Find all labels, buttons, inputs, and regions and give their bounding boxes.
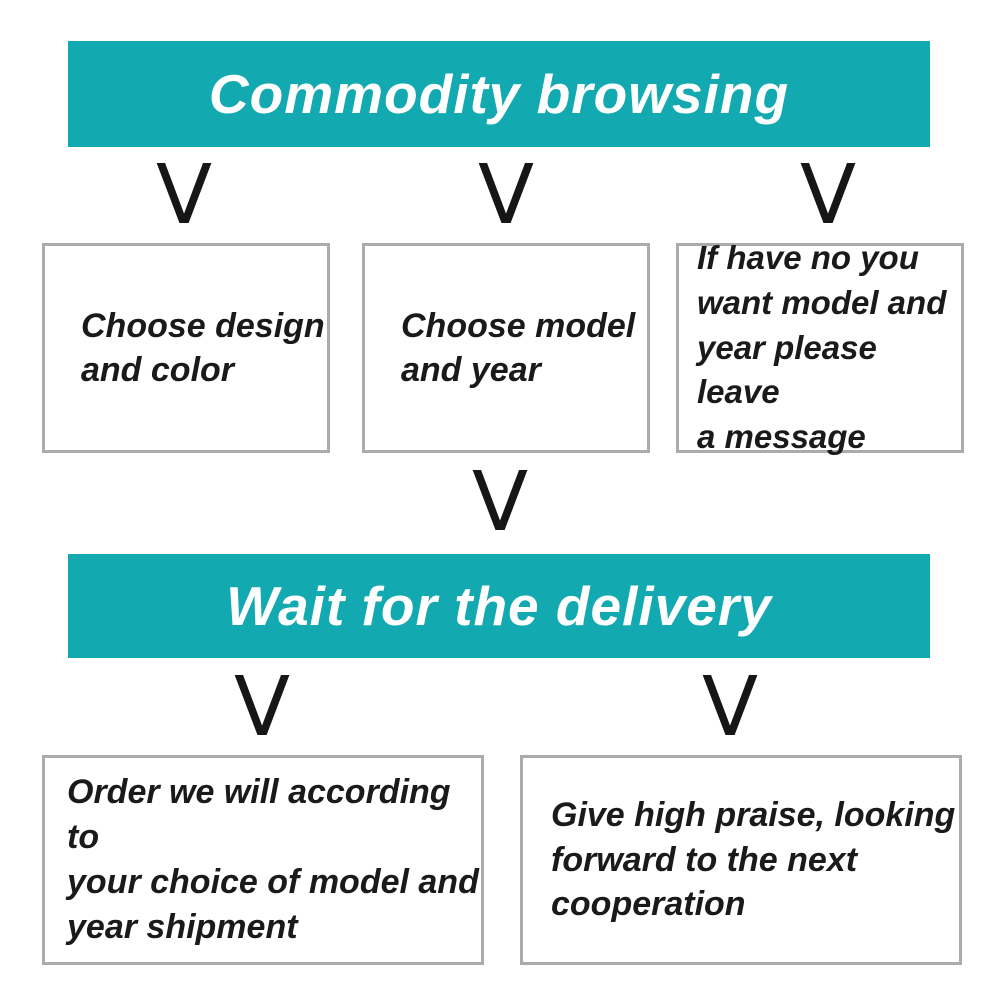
banner-wait-for-delivery-label: Wait for the delivery <box>226 575 772 637</box>
step-box-choose-model-year: Choose model and year <box>362 243 650 453</box>
step-text-leave-message: If have no you want model and year pleas… <box>697 238 947 456</box>
step-box-give-praise: Give high praise, looking forward to the… <box>520 755 962 965</box>
step-box-choose-design-color: Choose design and color <box>42 243 330 453</box>
banner-wait-for-delivery: Wait for the delivery <box>68 554 930 658</box>
step-box-order-shipment: Order we will according to your choice o… <box>42 755 484 965</box>
banner-commodity-browsing-label: Commodity browsing <box>208 63 790 125</box>
step-text-choose-design-color: Choose design and color <box>81 306 325 389</box>
step-box-leave-message: If have no you want model and year pleas… <box>676 239 964 455</box>
step-text-give-praise: Give high praise, looking forward to the… <box>551 795 956 924</box>
down-arrow-icon: V <box>701 660 759 755</box>
down-arrow-icon: V <box>233 660 291 755</box>
step-text-order-shipment: Order we will according to your choice o… <box>67 773 479 946</box>
banner-commodity-browsing: Commodity browsing <box>68 41 930 147</box>
down-arrow-icon: V <box>477 148 535 243</box>
down-arrow-icon: V <box>471 455 529 550</box>
step-text-choose-model-year: Choose model and year <box>401 306 636 389</box>
down-arrow-icon: V <box>155 148 213 243</box>
down-arrow-icon: V <box>799 148 857 243</box>
